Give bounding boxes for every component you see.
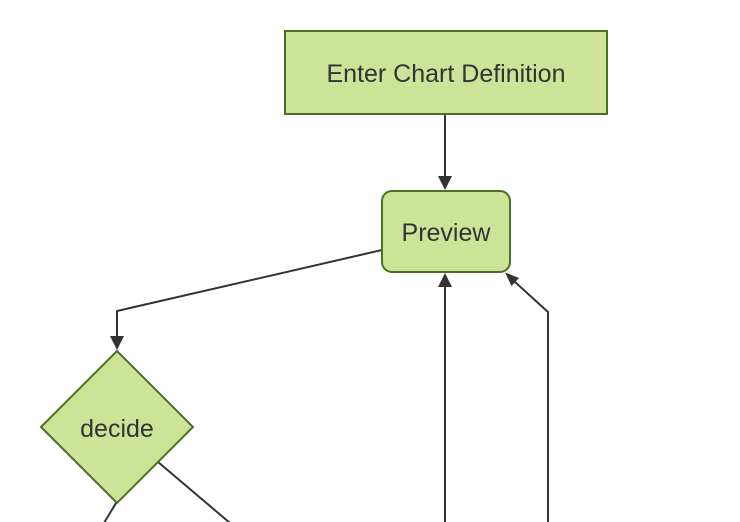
edge-layer (103, 114, 549, 522)
node-preview: Preview (381, 190, 511, 273)
edge-return-to-preview-corner (514, 281, 549, 522)
edge-preview-to-decide (116, 249, 383, 337)
enter-chart-definition-box (284, 30, 608, 115)
edge-decide-to-offscreen-left (103, 502, 117, 522)
preview-box (381, 190, 511, 273)
node-layer: Enter Chart Definition Preview decide (39, 30, 608, 505)
arrowhead-enter-to-preview (438, 176, 452, 190)
preview-label: Preview (402, 219, 492, 247)
enter-chart-definition-label: Enter Chart Definition (326, 60, 565, 88)
node-enter-chart-definition: Enter Chart Definition (284, 30, 608, 115)
arrowhead-return-to-preview-bottom (438, 273, 452, 287)
decide-label: decide (80, 415, 154, 443)
node-decide: decide (39, 349, 195, 505)
arrowhead-return-to-preview-corner (505, 272, 519, 286)
edge-decide-to-offscreen-right (157, 461, 231, 522)
arrowhead-preview-to-decide (110, 336, 124, 350)
decide-diamond (39, 349, 195, 505)
